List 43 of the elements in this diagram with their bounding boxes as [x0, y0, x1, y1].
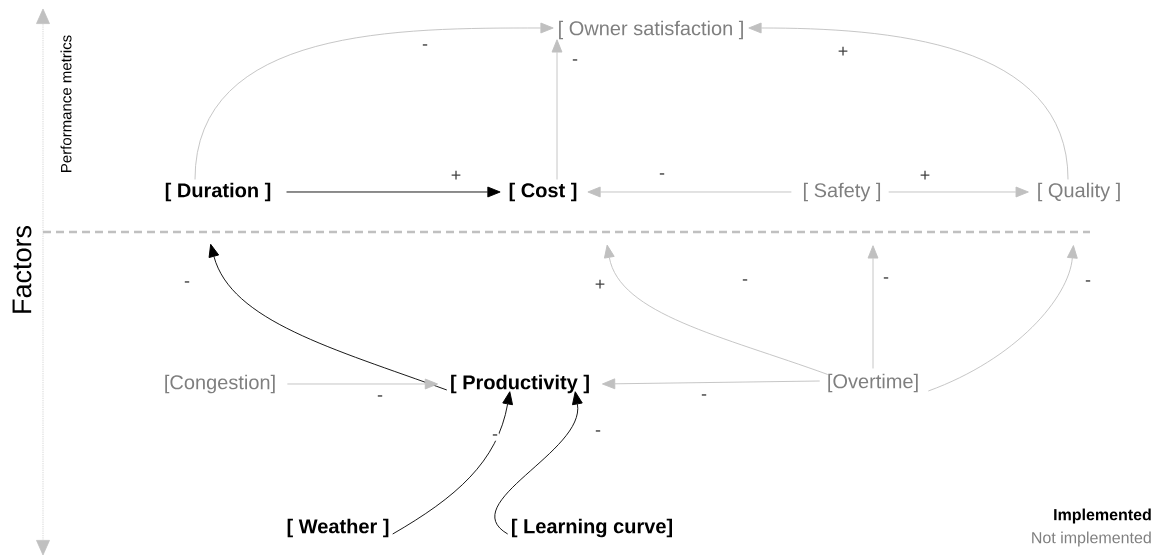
legend-entry: Implemented	[1054, 508, 1151, 524]
edge-label: +	[918, 169, 932, 183]
edge-label: -	[882, 276, 890, 284]
factor-label: [ Safety ]	[803, 182, 881, 202]
axis-label: Performance metrics	[60, 35, 72, 172]
axis-label: Factors	[12, 225, 32, 313]
edge-label: -	[376, 394, 384, 402]
edge-label: -	[594, 429, 602, 437]
factor-label: [Congestion]	[165, 374, 275, 394]
factor-label: [ Learning curve]	[512, 518, 672, 538]
edge-label: -	[700, 393, 708, 401]
edge-label: -	[491, 433, 499, 441]
arrow	[888, 186, 1029, 198]
arrow	[286, 378, 438, 390]
edge-label: +	[593, 278, 607, 292]
arrow	[602, 378, 821, 390]
arrow	[208, 243, 448, 391]
factor-label: [ Quality ]	[1038, 182, 1120, 202]
edge-label: -	[658, 172, 666, 180]
edge-label: -	[421, 43, 429, 51]
arrow	[392, 391, 513, 535]
edge-label: -	[571, 58, 579, 66]
edge-label: -	[1084, 279, 1092, 287]
edge-label: -	[183, 280, 191, 288]
arrow	[286, 186, 501, 198]
edge-label: +	[836, 45, 850, 59]
arrow	[587, 186, 792, 198]
arrow	[194, 22, 554, 180]
factor-label: [ Productivity ]	[451, 374, 589, 394]
legend-entry: Not implemented	[1032, 531, 1151, 547]
edge-label: +	[449, 169, 463, 183]
factor-label: [ Owner satisfaction ]	[559, 20, 743, 40]
factor-label: [ Duration ]	[165, 182, 271, 202]
arrow	[867, 245, 879, 369]
sign-label: -	[742, 279, 748, 281]
arrow	[603, 244, 829, 375]
arrow	[748, 22, 1069, 180]
arrow	[494, 391, 583, 535]
factor-label: [Overtime]	[828, 373, 918, 393]
factor-label: [ Weather ]	[287, 518, 389, 538]
factor-label: [ Cost ]	[509, 182, 577, 202]
arrow	[551, 39, 563, 180]
arrow	[927, 245, 1078, 392]
